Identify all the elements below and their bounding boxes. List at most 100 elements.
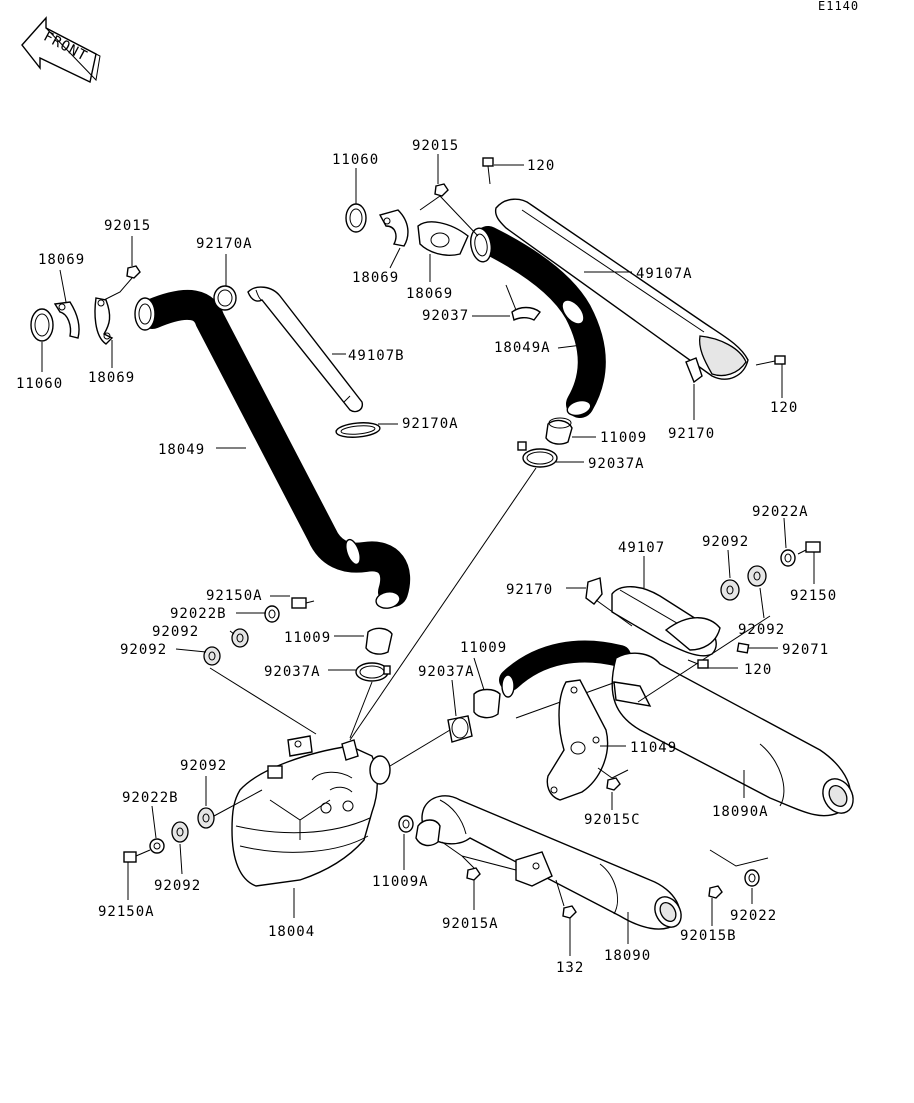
washer-92022A <box>780 549 796 567</box>
flange-18069-left-a <box>53 301 80 339</box>
label-18069-left-bottom: 18069 <box>88 370 135 386</box>
label-92092-bottom: 92092 <box>154 878 201 894</box>
header-pipe-18049 <box>134 289 411 609</box>
label-92015B: 92015B <box>680 928 737 944</box>
gasket-11060-left <box>30 308 54 342</box>
label-11009A: 11009A <box>372 874 429 890</box>
grommet-92092-right-top <box>720 579 740 601</box>
nut-92015-left <box>126 265 141 279</box>
grommet-92092-bottom <box>171 821 189 843</box>
label-11060-left: 11060 <box>16 376 63 392</box>
silencer-18090 <box>415 795 682 930</box>
label-92170-mid: 92170 <box>506 582 553 598</box>
clamp-92037A-left <box>355 662 391 682</box>
label-92022B-top: 92022B <box>170 606 227 622</box>
label-120-right: 120 <box>770 400 798 416</box>
label-49107A: 49107A <box>636 266 693 282</box>
label-92037A-mid: 92037A <box>418 664 475 680</box>
label-49107B: 49107B <box>348 348 405 364</box>
clamp-92037 <box>511 306 541 322</box>
label-18004: 18004 <box>268 924 315 940</box>
grommet-92092-bottom-left <box>197 807 215 829</box>
bolt-92150A-bottom <box>123 849 151 863</box>
bolt-120-right <box>755 355 786 366</box>
label-92150A-top: 92150A <box>206 588 263 604</box>
bolt-92150A-top <box>291 597 315 609</box>
heat-guard-49107A <box>494 198 749 384</box>
washer-92022B-bottom <box>149 838 165 854</box>
diagram-ref-code: E1140 <box>818 0 859 13</box>
header-pipe-18049A <box>470 226 606 418</box>
label-132: 132 <box>556 960 584 976</box>
label-92170: 92170 <box>668 426 715 442</box>
label-92015-left: 92015 <box>104 218 151 234</box>
nut-92015B <box>708 885 723 899</box>
connector-11009-mid <box>473 688 501 719</box>
label-18049A: 18049A <box>494 340 551 356</box>
label-18069-top-a: 18069 <box>352 270 399 286</box>
label-120-mid: 120 <box>744 662 772 678</box>
band-92170-mid <box>585 577 633 627</box>
connector-11009-left <box>365 627 393 655</box>
muffler-18004 <box>231 735 391 887</box>
label-92150: 92150 <box>790 588 837 604</box>
clamp-92037A-mid <box>447 715 473 743</box>
bolt-120-top <box>482 157 524 185</box>
clamp-92037A-top <box>517 441 558 468</box>
label-11009-mid: 11009 <box>460 640 507 656</box>
flange-18069-top-b <box>417 221 469 256</box>
label-92092-right-top: 92092 <box>702 534 749 550</box>
bracket-11049 <box>546 679 609 801</box>
nut-92015-top <box>434 183 449 197</box>
bolt-132 <box>555 879 577 919</box>
label-18049: 18049 <box>158 442 205 458</box>
label-120-top: 120 <box>527 158 555 174</box>
label-18090: 18090 <box>604 948 651 964</box>
washer-92022 <box>744 869 760 887</box>
band-92170A-mid <box>335 422 381 438</box>
heat-guard-49107B <box>247 286 364 413</box>
label-92037A-left: 92037A <box>264 664 321 680</box>
label-92071: 92071 <box>782 642 829 658</box>
washer-92022B-top <box>264 605 280 623</box>
connector-11009-top <box>545 417 573 445</box>
label-18090A: 18090A <box>712 804 769 820</box>
label-92170A-top: 92170A <box>196 236 253 252</box>
label-11009-left: 11009 <box>284 630 331 646</box>
band-92170A-top <box>213 285 237 311</box>
label-92150A-bottom: 92150A <box>98 904 155 920</box>
bolt-120-mid <box>687 659 709 669</box>
label-92092-left-a: 92092 <box>152 624 199 640</box>
front-direction-arrow-icon: FRONT <box>21 16 101 84</box>
grommet-92092-right-bottom <box>747 565 767 587</box>
gasket-11060-top <box>345 203 367 233</box>
label-92170A-mid: 92170A <box>402 416 459 432</box>
nut-92015C <box>606 777 621 791</box>
heat-guard-49107 <box>611 586 721 657</box>
leader-lines <box>41 154 815 956</box>
label-92022A: 92022A <box>752 504 809 520</box>
label-18069-left-top: 18069 <box>38 252 85 268</box>
gasket-11009A <box>398 815 414 833</box>
label-92015C: 92015C <box>584 812 641 828</box>
label-11049: 11049 <box>630 740 677 756</box>
label-92037A-top: 92037A <box>588 456 645 472</box>
silencer-18090A <box>499 640 854 817</box>
part-labels: 11060 18069 92015 18069 92170A 49107B 92… <box>16 138 837 976</box>
label-92092-bottom-left: 92092 <box>180 758 227 774</box>
grommet-92092-left-a <box>231 628 249 648</box>
label-11009-top: 11009 <box>600 430 647 446</box>
label-92037: 92037 <box>422 308 469 324</box>
bolt-92150 <box>797 541 821 555</box>
label-92015A: 92015A <box>442 916 499 932</box>
damper-92071 <box>736 642 750 654</box>
label-92092-right-bottom: 92092 <box>738 622 785 638</box>
label-49107: 49107 <box>618 540 665 556</box>
label-92015-top: 92015 <box>412 138 459 154</box>
nut-92015A <box>466 867 481 881</box>
label-18069-top-b: 18069 <box>406 286 453 302</box>
label-92092-left-b: 92092 <box>120 642 167 658</box>
flange-18069-left-b <box>94 297 114 345</box>
label-92022B-bottom: 92022B <box>122 790 179 806</box>
